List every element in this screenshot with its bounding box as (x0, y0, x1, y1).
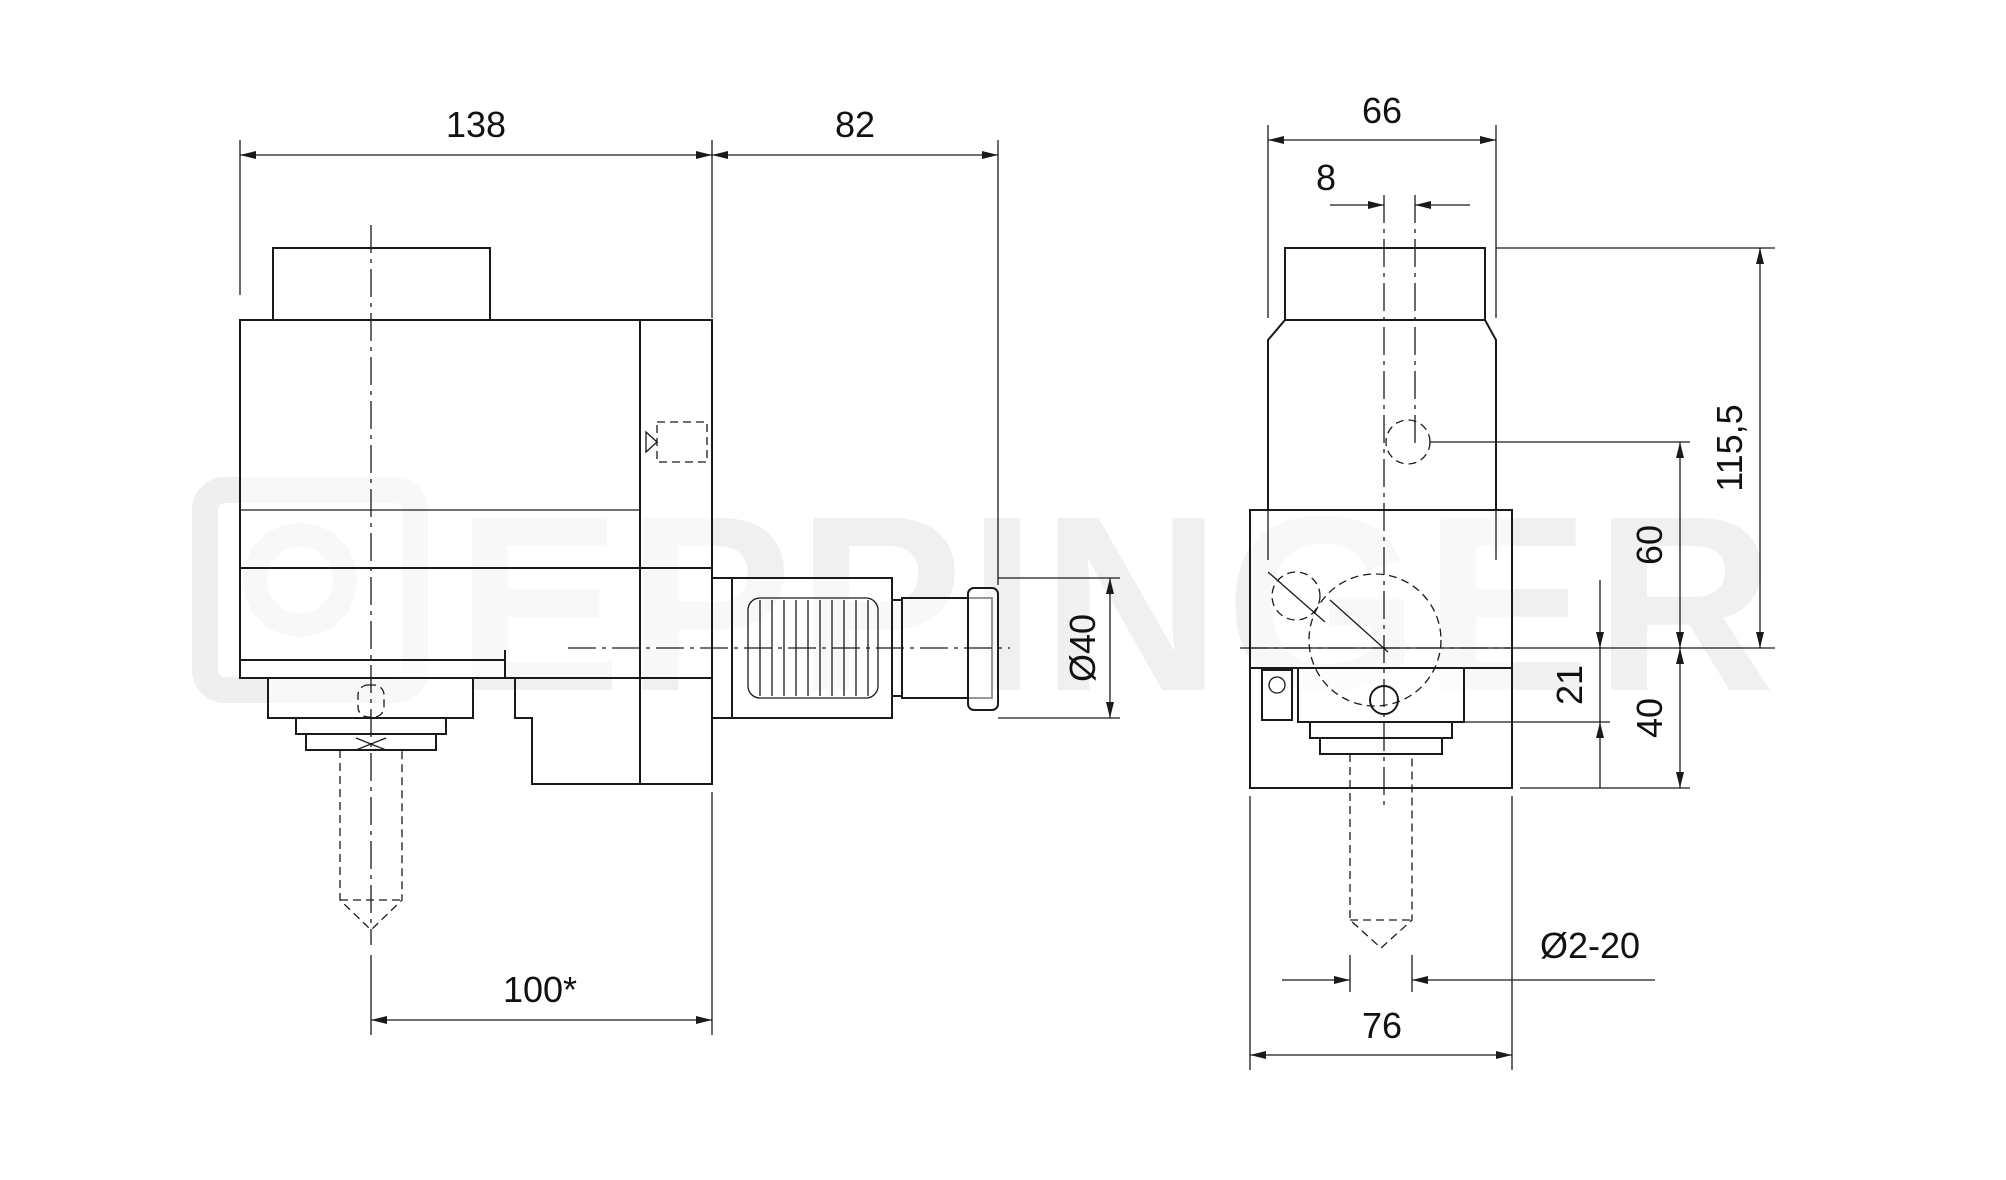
dim-label-138: 138 (446, 104, 506, 145)
dim-label-21: 21 (1549, 665, 1590, 705)
front-hidden-pin (1271, 571, 1321, 621)
lower-block (504, 650, 713, 785)
shaft-cap (967, 587, 999, 711)
dim-label-115-5: 115,5 (1709, 404, 1750, 491)
tool-shank (339, 750, 403, 931)
front-diagonal-a (1267, 571, 1326, 623)
side-view: 138 82 100* Ø40 (239, 104, 1120, 1035)
bore-tip (645, 430, 658, 454)
dim-label-66: 66 (1362, 90, 1402, 131)
front-housing-step-right (1495, 509, 1512, 560)
front-hidden-gear (1308, 573, 1442, 707)
housing (239, 319, 713, 679)
dim-label-d2-20: Ø2-20 (1540, 925, 1640, 966)
front-view: 66 8 115,5 60 21 40 Ø2-20 76 (1240, 90, 1775, 1070)
dim-label-40: 40 (1629, 698, 1670, 738)
front-side-screw (1261, 669, 1293, 721)
flange (239, 659, 506, 679)
front-tool-shank (1349, 754, 1413, 949)
front-nut-ring (1319, 737, 1443, 755)
front-housing-step-left (1250, 509, 1269, 560)
dim-label-100: 100* (503, 969, 577, 1010)
dim-label-76: 76 (1362, 1005, 1402, 1046)
dim-label-60: 60 (1629, 525, 1670, 565)
front-top-cap (1284, 247, 1486, 321)
front-nut-lower (1309, 721, 1453, 739)
front-screw-head (1268, 676, 1286, 694)
dim-label-8: 8 (1316, 157, 1336, 198)
dim-label-d40: Ø40 (1062, 614, 1103, 682)
top-cap (272, 247, 491, 321)
dim-label-82: 82 (835, 104, 875, 145)
front-diagonal-b (1329, 599, 1389, 653)
front-upper-housing (1267, 319, 1497, 511)
